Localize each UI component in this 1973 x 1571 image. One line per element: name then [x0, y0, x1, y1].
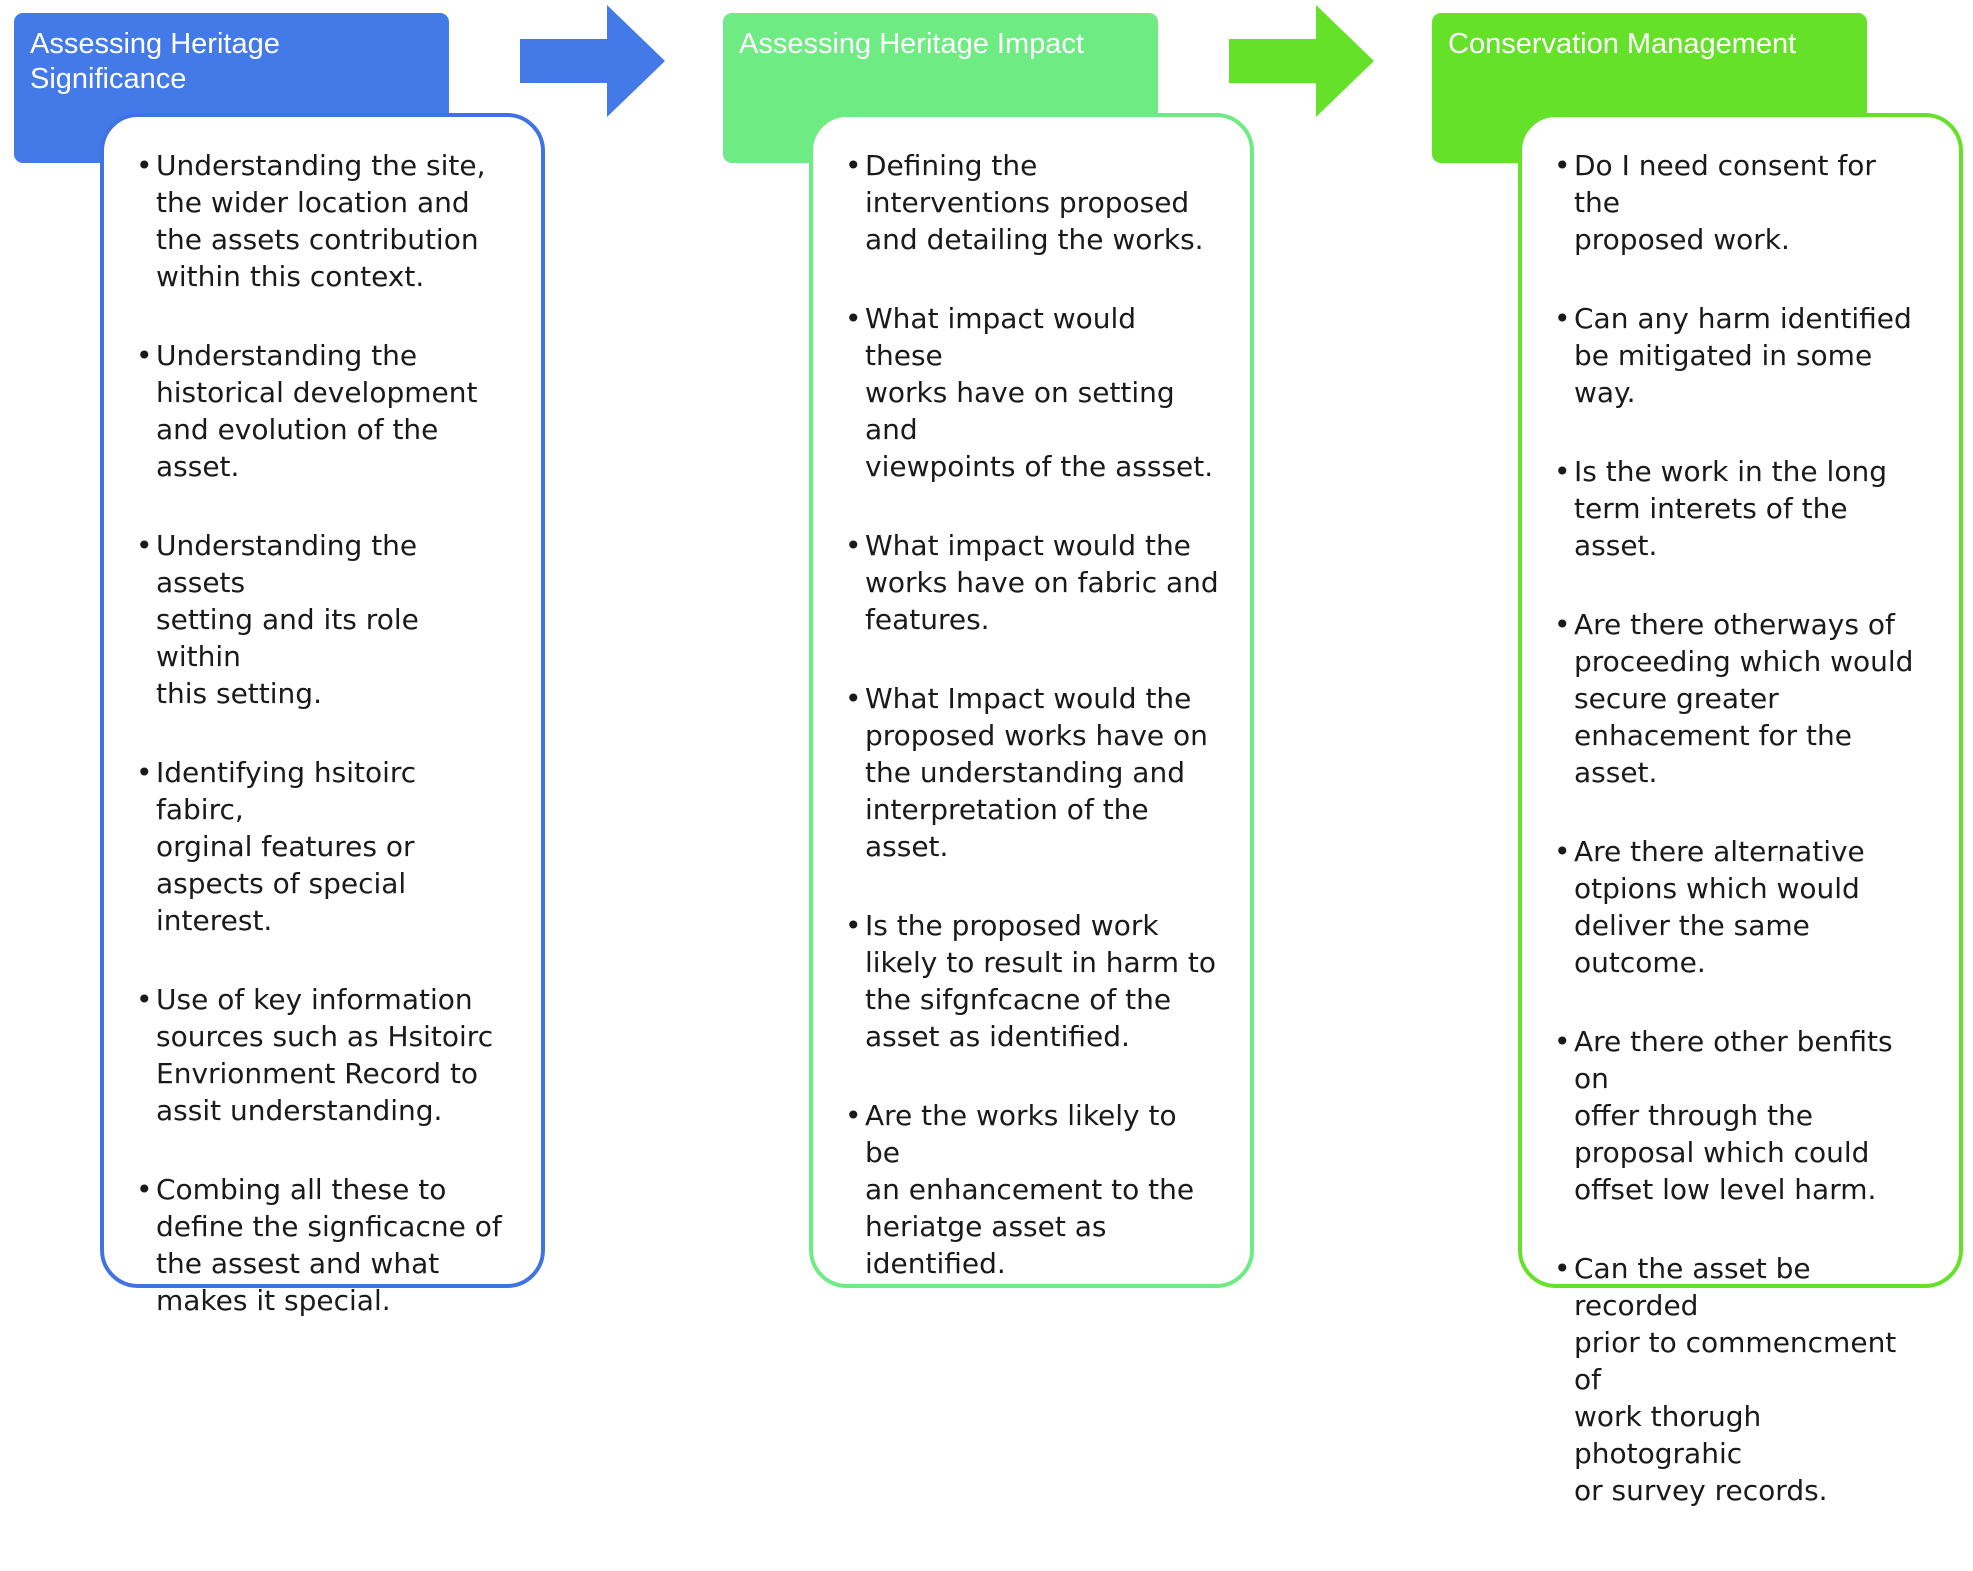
- bullet-icon: •: [1554, 1252, 1571, 1285]
- bullet-icon: •: [1554, 1025, 1571, 1058]
- list-item: •Are there other benfits on offer throug…: [1554, 1025, 1893, 1206]
- stage-item-list: • Understanding the site, the wider loca…: [104, 117, 541, 1381]
- bullet-icon: •: [136, 339, 153, 372]
- bullet-icon: •: [845, 149, 862, 182]
- list-item: •Can the asset be recorded prior to comm…: [1554, 1252, 1897, 1507]
- bullet-icon: •: [1554, 455, 1571, 488]
- bullet-icon: •: [136, 1173, 153, 1206]
- list-item: •What Impact would the proposed works ha…: [845, 682, 1208, 863]
- bullet-icon: •: [1554, 149, 1571, 182]
- stage-item-list: • Defining the interventions proposed an…: [813, 117, 1250, 1344]
- bullet-icon: •: [845, 302, 862, 335]
- stage-title: Assessing Heritage Impact: [739, 28, 1084, 60]
- arrow-right-icon: [1229, 5, 1374, 117]
- bullet-icon: •: [1554, 608, 1571, 641]
- list-item: • Defining the interventions proposed an…: [845, 149, 1204, 256]
- stage-title: Conservation Management: [1448, 28, 1797, 60]
- list-item: •Are there otherways of proceeding which…: [1554, 608, 1914, 789]
- list-item: •Identifying hsitoirc fabirc, orginal fe…: [136, 756, 417, 937]
- arrow-shape: [520, 5, 665, 117]
- bullet-icon: •: [136, 529, 153, 562]
- stage-management: Conservation Management • Do I need cons…: [1418, 0, 1973, 1507]
- arrow-shape: [1229, 5, 1374, 117]
- list-item: • Understanding the assets setting and i…: [136, 529, 419, 710]
- stage-card: • Understanding the site, the wider loca…: [100, 113, 545, 1317]
- bullet-icon: •: [845, 682, 862, 715]
- list-item: • Is the proposed work likely to result …: [845, 909, 1217, 1053]
- bullet-icon: •: [1554, 302, 1571, 335]
- list-item: •Is the work in the long term interets o…: [1554, 455, 1887, 562]
- list-item: • Understanding the site, the wider loca…: [136, 149, 486, 293]
- stage-significance: Assessing Heritage Significance • Unders…: [0, 0, 720, 1317]
- bullet-icon: •: [845, 909, 862, 942]
- bullet-icon: •: [136, 756, 153, 789]
- list-item: •What impact would these works have on s…: [845, 302, 1214, 483]
- stage-card: • Do I need consent for the proposed wor…: [1518, 113, 1963, 1507]
- list-item: • Do I need consent for the proposed wor…: [1554, 149, 1876, 256]
- list-item: •Can any harm identified be mitigated in…: [1554, 302, 1912, 409]
- list-item: • Are the works likely to be an enhancem…: [845, 1099, 1195, 1280]
- list-item: •Use of key information sources such as …: [136, 983, 494, 1127]
- arrow-right-icon: [520, 5, 665, 117]
- list-item: • Combing all these to define the signfi…: [136, 1173, 502, 1317]
- bullet-icon: •: [136, 983, 153, 1016]
- stage-item-list: • Do I need consent for the proposed wor…: [1522, 117, 1959, 1571]
- stage-title: Assessing Heritage Significance: [30, 28, 280, 95]
- list-item: •What impact would the works have on fab…: [845, 529, 1219, 636]
- bullet-icon: •: [1554, 835, 1571, 868]
- list-item: • Are there alternative otpions which wo…: [1554, 835, 1865, 979]
- stage-card: • Defining the interventions proposed an…: [809, 113, 1254, 1288]
- bullet-icon: •: [845, 529, 862, 562]
- bullet-icon: •: [845, 1099, 862, 1132]
- stage-impact: Assessing Heritage Impact • Defining the…: [709, 0, 1429, 1293]
- bullet-icon: •: [136, 149, 153, 182]
- list-item: • Understanding the historical developme…: [136, 339, 478, 483]
